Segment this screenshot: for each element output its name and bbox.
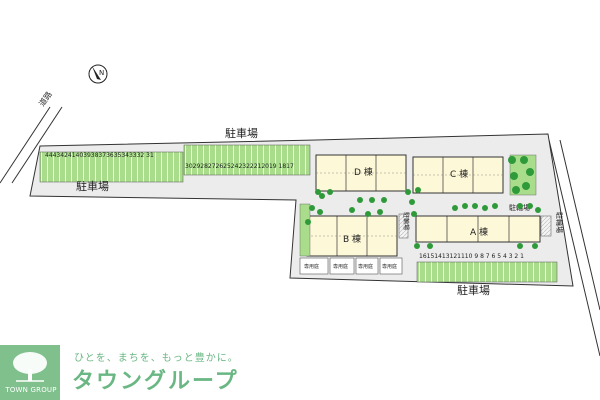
north-arrow-icon: N [88, 64, 108, 84]
garden-label: 専用庭 [333, 263, 348, 270]
space-numbers-top-left: 44434241403938373635343332 31 [45, 152, 154, 159]
parking-label-left: 駐車場 [76, 179, 109, 193]
road-right [548, 139, 600, 357]
garden-label: 専用庭 [304, 263, 319, 270]
tree-logo-icon [13, 352, 47, 382]
parking-top-right [183, 144, 311, 176]
building-d-label: D 棟 [354, 166, 373, 178]
brand-name: タウングループ [72, 369, 239, 394]
parking-label-bottom: 駐車場 [457, 283, 490, 297]
svg-text:駐輪場: 駐輪場 [555, 212, 564, 233]
private-gardens: 専用庭 専用庭 専用庭 専用庭 [299, 257, 403, 275]
svg-text:駐輪場: 駐輪場 [402, 212, 410, 230]
parking-label-top: 駐車場 [225, 126, 258, 140]
road-left [0, 106, 63, 184]
parking-bottom [416, 261, 558, 283]
bike-parking-center: 駐輪場 [398, 212, 410, 239]
road-label-left: 道路 [36, 89, 53, 108]
logo-label: TOWN GROUP [5, 386, 57, 394]
building-c-label: C 棟 [450, 168, 468, 180]
building-b-label: B 棟 [343, 233, 361, 245]
building-b: B 棟 [306, 215, 398, 257]
building-a-label: A 棟 [470, 226, 488, 238]
building-a: A 棟 [415, 215, 541, 243]
space-numbers-bottom: 16151413121110 9 8 7 6 5 4 3 2 1 [419, 253, 524, 260]
building-d: D 棟 [315, 154, 407, 192]
garden-label: 専用庭 [358, 263, 373, 270]
building-c: C 棟 [412, 156, 504, 194]
space-numbers-top-right: 302928272625242322212019 1817 [185, 163, 294, 170]
svg-text:駐輪場: 駐輪場 [509, 203, 530, 212]
svg-text:N: N [99, 69, 104, 77]
town-group-logo: TOWN GROUP [0, 345, 60, 400]
garden-label: 専用庭 [382, 263, 397, 270]
parking-top-left [39, 151, 184, 183]
tagline: ひとを、まちを、もっと豊かに。 [74, 353, 239, 364]
